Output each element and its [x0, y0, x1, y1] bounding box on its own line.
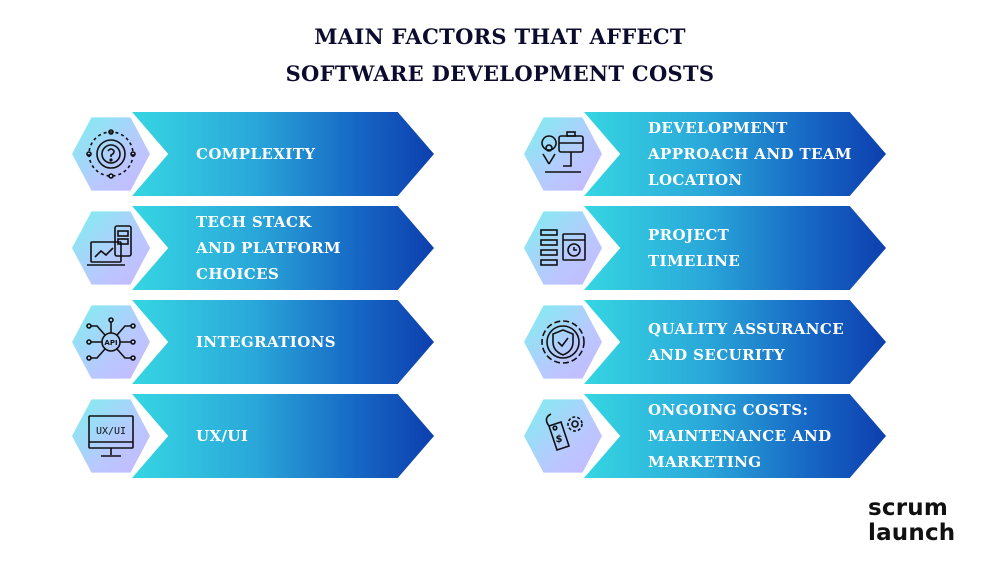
- shield-gear-icon: [524, 305, 602, 379]
- devices-icon: [72, 211, 150, 285]
- factor-card-integrations: API INTEGRATIONS: [72, 300, 434, 384]
- location-briefcase-icon: [524, 117, 602, 191]
- factor-label: COMPLEXITY: [196, 145, 316, 163]
- svg-text:$: $: [556, 434, 563, 445]
- title-line-2: SOFTWARE DEVELOPMENT COSTS: [285, 61, 715, 86]
- factor-card-ongoing-costs: $ ONGOING COSTS: MAINTENANCE AND MARKETI…: [524, 394, 886, 478]
- factor-card-tech-stack: TECH STACK AND PLATFORM CHOICES: [72, 206, 434, 290]
- factor-card-development-approach: DEVELOPMENT APPROACH AND TEAM LOCATION: [524, 112, 886, 196]
- factor-arrow: [132, 112, 434, 196]
- factor-label: INTEGRATIONS: [196, 333, 337, 351]
- factor-label: PROJECT TIMELINE: [648, 226, 741, 270]
- factor-arrow: [132, 300, 434, 384]
- price-tag-gear-icon: $: [524, 399, 602, 473]
- factor-arrow: [584, 206, 886, 290]
- gear-question-icon: [72, 117, 150, 191]
- monitor-uxui-icon: UX/UI: [72, 399, 150, 473]
- factor-arrow: [132, 206, 434, 290]
- factor-card-project-timeline: PROJECT TIMELINE: [524, 206, 886, 290]
- factor-card-quality-assurance: QUALITY ASSURANCE AND SECURITY: [524, 300, 886, 384]
- factor-arrow: [584, 394, 886, 478]
- title-line-1: MAIN FACTORS THAT AFFECT: [314, 24, 686, 49]
- factor-label: DEVELOPMENT APPROACH AND TEAM LOCATION: [648, 119, 852, 189]
- calendar-checklist-icon: [524, 211, 602, 285]
- factor-card-complexity: COMPLEXITY: [72, 112, 434, 196]
- svg-text:API: API: [104, 339, 117, 347]
- factor-label: QUALITY ASSURANCE AND SECURITY: [648, 320, 845, 364]
- factor-arrow: [584, 300, 886, 384]
- factor-arrow: [132, 394, 434, 478]
- page-title: MAIN FACTORS THAT AFFECT SOFTWARE DEVELO…: [0, 18, 1000, 92]
- factor-label: TECH STACK AND PLATFORM CHOICES: [196, 213, 341, 283]
- api-network-icon: API: [72, 305, 150, 379]
- logo-line-2: launch: [868, 520, 956, 546]
- logo-line-1: scrum: [868, 495, 949, 521]
- factor-arrow: [584, 112, 886, 196]
- svg-text:UX/UI: UX/UI: [96, 426, 126, 437]
- factor-card-ux-ui: UX/UI UX/UI: [72, 394, 434, 478]
- factor-label: ONGOING COSTS: MAINTENANCE AND MARKETING: [648, 401, 832, 471]
- factor-label: UX/UI: [196, 427, 249, 445]
- scrumlaunch-logo: scrum launch: [868, 496, 955, 546]
